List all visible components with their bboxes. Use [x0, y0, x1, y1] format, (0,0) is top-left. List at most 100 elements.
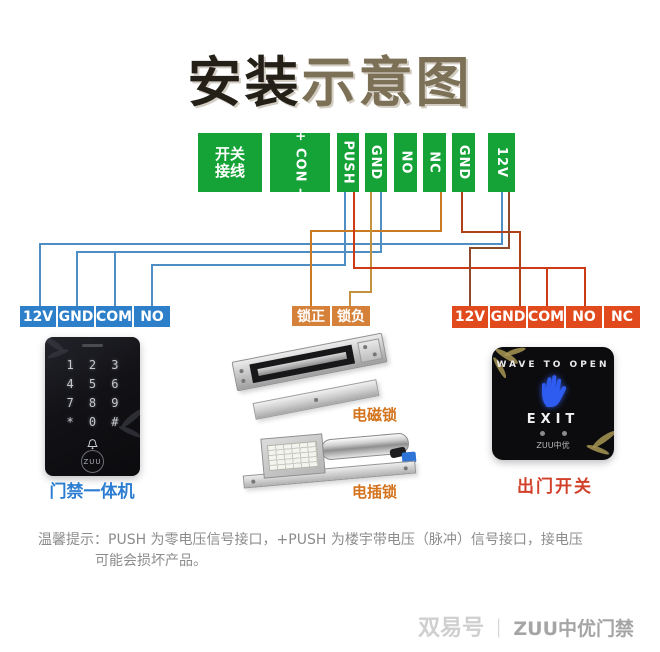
wire-segment-keypad-com-branch — [114, 251, 116, 307]
terminal-label: 开关接线 — [214, 144, 245, 180]
exit-button-label: 出门开关 — [517, 477, 593, 497]
keypad-key: 4 — [66, 377, 74, 391]
boltlock-body — [260, 433, 326, 479]
terminal-box-gnd1: GND — [365, 133, 387, 192]
keypad-terminal-no: NO — [134, 306, 170, 327]
screw — [241, 378, 246, 384]
keypad-key: 5 — [88, 377, 97, 391]
page-title-part2: 示意图 — [301, 51, 473, 114]
terminal-box-header: 开关接线 — [198, 133, 262, 192]
watermark-logo: 双易号 — [418, 616, 485, 641]
wire-segment-keypad-no-to-push — [151, 264, 346, 266]
screw — [313, 397, 319, 403]
keypad-device-label: 门禁一体机 — [49, 482, 135, 502]
screw — [362, 344, 368, 350]
page-title-part1: 安装 — [187, 51, 302, 114]
wire-segment-keypad-12v-to-psu-12v — [39, 243, 503, 245]
wire-segment-push-to-exit-no — [584, 267, 586, 307]
wire-segment-keypad-gnd-to-psu-gnd — [76, 251, 78, 307]
keypad-digit-grid: 1 2 3 4 5 6 7 8 9 * 0 # — [59, 356, 126, 432]
screw — [239, 368, 244, 374]
terminal-box-12v: 12V — [488, 133, 515, 192]
indicator-dot — [540, 431, 545, 436]
terminal-label: 12V — [494, 146, 509, 179]
maglock-label: 电磁锁 — [352, 406, 398, 424]
keypad-key: # — [111, 415, 119, 429]
wire-segment-lock-negative-to-gnd — [349, 291, 351, 307]
keypad-speaker-slit — [82, 344, 103, 347]
terminal-label: NC — [426, 151, 442, 174]
tip-line-1: 温馨提示：PUSH 为零电压信号接口，+PUSH 为楼宇带电压（脉冲）信号接口，… — [38, 532, 583, 548]
wire-segment-lock-negative-to-gnd — [349, 291, 372, 293]
wire-segment-keypad-no-to-push — [344, 191, 346, 266]
keypad-key: 8 — [88, 396, 97, 410]
exit-terminal-no: NO — [566, 306, 602, 328]
wire-segment-lock-positive-to-nc — [310, 230, 312, 307]
page-title: 安装示意图 — [0, 38, 660, 117]
exit-text: EXIT — [526, 412, 580, 427]
keypad-key: 0 — [88, 415, 97, 429]
screw — [372, 352, 378, 357]
terminal-box-push: PUSH — [337, 133, 359, 192]
lock-terminal-negative: 锁负 — [332, 306, 370, 326]
wire-segment-keypad-gnd-to-psu-gnd — [380, 191, 382, 253]
doorbell-icon — [86, 436, 99, 455]
tip-line-2: 可能会损坏产品。 — [95, 553, 207, 569]
wire-segment-lock-positive-to-nc — [440, 191, 442, 232]
maglock-end-cap — [357, 338, 383, 364]
watermark-brand: ZUU中优门禁 — [513, 618, 634, 640]
wire-segment-exit-com-branch — [546, 267, 548, 307]
keypad-key: 7 — [66, 396, 74, 410]
wire-segment-lock-negative-to-gnd — [370, 191, 372, 293]
terminal-label: GND — [456, 144, 471, 181]
terminal-label: PUSH — [340, 140, 356, 185]
boltlock-label: 电插锁 — [352, 483, 398, 501]
keypad-key: 2 — [88, 358, 97, 372]
keypad-terminal-gnd: GND — [58, 306, 94, 327]
wire-segment-push-to-exit-no — [353, 191, 355, 269]
watermark: 双易号 ｜ ZUU中优门禁 — [418, 610, 634, 642]
wire-segment-keypad-no-to-push — [151, 264, 153, 307]
wire-segment-lock-positive-to-nc — [310, 230, 442, 232]
wire-segment-psu-gnd-to-exit-gnd — [519, 231, 521, 307]
wire-segment-psu-12v-to-exit-12v — [508, 191, 510, 249]
exit-terminal-gnd: GND — [490, 306, 526, 328]
keypad-key: 3 — [111, 358, 119, 372]
exit-button-brand: ZUU中优 — [536, 441, 570, 450]
wire-segment-psu-gnd-to-exit-gnd — [461, 231, 521, 233]
keypad-terminal-12v: 12V — [20, 306, 56, 327]
lock-terminal-positive: 锁正 — [292, 306, 330, 326]
exit-terminal-com: COM — [528, 306, 564, 328]
keypad-device: 1 2 3 4 5 6 7 8 9 * 0 # ZUU — [45, 337, 140, 476]
wire-segment-psu-gnd-to-exit-gnd — [461, 191, 463, 233]
terminal-box-gnd2: GND — [452, 133, 475, 192]
keypad-key: 9 — [111, 396, 119, 410]
terminal-box-no: NO — [394, 133, 417, 192]
screw — [251, 479, 256, 484]
wire-segment-psu-12v-to-exit-12v — [469, 247, 471, 307]
wire-segment-keypad-12v-to-psu-12v — [39, 243, 41, 307]
exit-terminal-nc: NC — [604, 306, 640, 328]
watermark-separator: ｜ — [489, 618, 509, 640]
boltlock-spec-sticker — [266, 440, 320, 472]
terminal-box-nc: NC — [423, 133, 446, 192]
terminal-label: GND — [368, 144, 384, 181]
keypad-key: 6 — [111, 377, 119, 391]
bamboo-leaf — [503, 347, 527, 358]
wire-segment-keypad-12v-to-psu-12v — [501, 191, 503, 245]
keypad-key: 1 — [66, 358, 74, 372]
terminal-label: NO — [398, 150, 413, 175]
wave-to-open-text: WAVE TO OPEN — [496, 360, 610, 370]
keypad-terminal-com: COM — [96, 306, 132, 327]
wire-segment-psu-12v-to-exit-12v — [469, 247, 510, 249]
keypad-brand-logo: ZUU — [81, 450, 104, 473]
screw — [403, 466, 408, 471]
wire-segment-keypad-gnd-to-psu-gnd — [76, 251, 382, 253]
terminal-label: + CON - — [292, 130, 308, 195]
exit-button-device: WAVE TO OPEN EXIT ZUU中优 — [492, 347, 614, 460]
maglock-magnet-strip — [257, 351, 348, 376]
indicator-dot — [562, 431, 567, 436]
exit-terminal-12v: 12V — [452, 306, 488, 328]
